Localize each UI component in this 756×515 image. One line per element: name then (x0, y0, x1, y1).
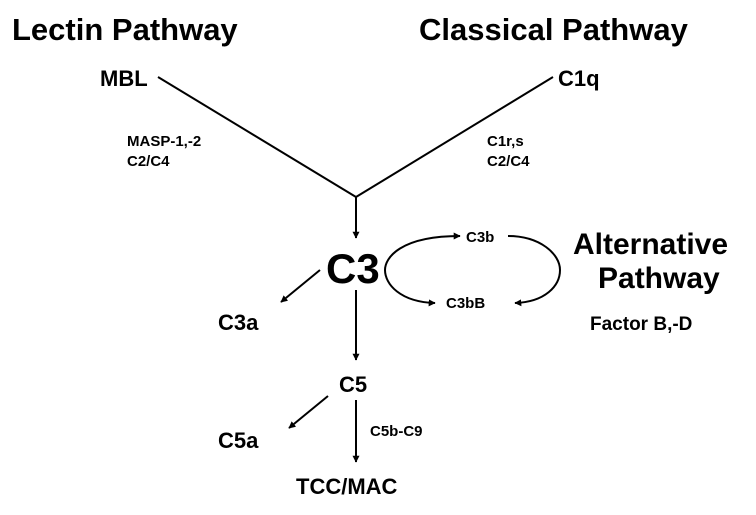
lectin-pathway-title: Lectin Pathway (12, 12, 238, 47)
amplification-loop-left-arc (383, 232, 461, 307)
c3b-label: C3b (466, 229, 494, 246)
c1q-label: C1q (558, 66, 600, 91)
c5a-label: C5a (218, 428, 259, 453)
alternative-pathway-factors: Factor B,-D (590, 314, 692, 335)
c3bb-label: C3bB (446, 295, 485, 312)
mbl-label: MBL (100, 66, 148, 91)
lectin-enzyme-c2c4: C2/C4 (127, 153, 170, 170)
lectin-branch-line (157, 76, 357, 198)
classical-branch-line (355, 76, 554, 198)
lectin-enzyme-masp: MASP-1,-2 (127, 133, 201, 150)
tcc-mac-label: TCC/MAC (296, 474, 398, 499)
alternative-pathway-title-line1: Alternative (573, 228, 728, 261)
c3-label: C3 (326, 245, 380, 292)
c3-to-c3a-arrow (280, 269, 321, 303)
amplification-loop-right-arc (507, 235, 562, 307)
classical-enzyme-c2c4: C2/C4 (487, 153, 530, 170)
alternative-pathway-title-line2: Pathway (598, 262, 720, 295)
c3a-label: C3a (218, 310, 259, 335)
c5-to-c5a-arrow (288, 395, 329, 429)
c5-label: C5 (339, 372, 367, 397)
classical-enzyme-c1rs: C1r,s (487, 133, 524, 150)
classical-pathway-title: Classical Pathway (419, 12, 689, 47)
terminal-complex-label: C5b-C9 (370, 423, 423, 440)
